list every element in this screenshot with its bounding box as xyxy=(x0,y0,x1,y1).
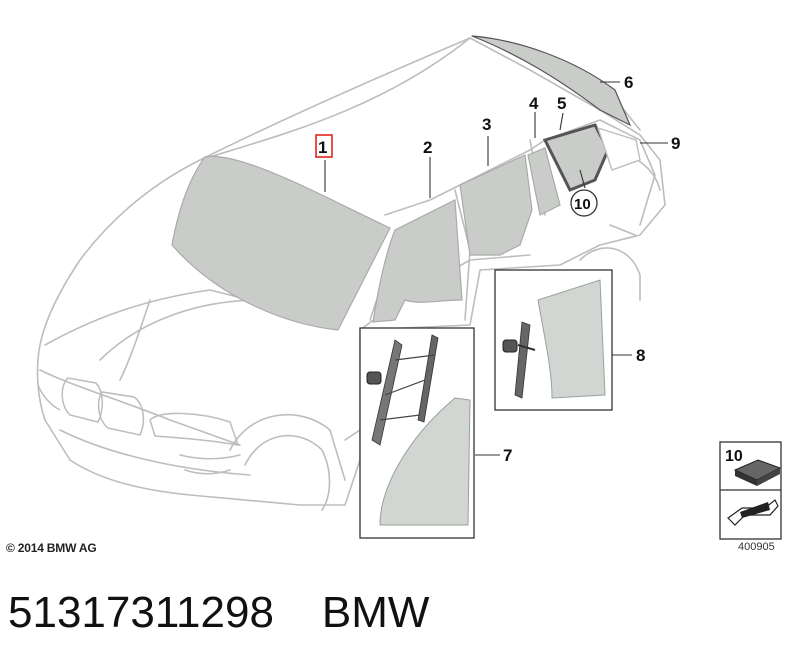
quarter-glass xyxy=(596,126,641,171)
callout-10-circle xyxy=(570,189,598,217)
part-number: 51317311298 xyxy=(8,588,274,637)
front-grille xyxy=(37,377,240,446)
callout-3: 3 xyxy=(482,115,491,134)
rear-door-glass xyxy=(459,154,533,256)
legend-box-label: 10 xyxy=(725,448,743,465)
detail-box-7 xyxy=(359,327,475,539)
callout-1: 1 xyxy=(318,138,327,157)
callout-2: 2 xyxy=(423,138,432,157)
callout-8: 8 xyxy=(636,346,645,365)
callout-6: 6 xyxy=(624,73,633,92)
rear-window xyxy=(471,35,632,127)
callout-4: 4 xyxy=(529,94,539,113)
part-brand: BMW xyxy=(321,588,430,637)
callout-5: 5 xyxy=(557,94,566,113)
callout-1-highlight xyxy=(315,134,333,158)
callout-7: 7 xyxy=(503,446,512,465)
front-door-glass xyxy=(372,199,463,323)
callout-10: 10 xyxy=(574,196,591,213)
fixed-door-glass xyxy=(527,147,561,216)
callout-9: 9 xyxy=(671,134,680,153)
copyright-notice: © 2014 BMW AG xyxy=(6,541,97,555)
detail-box-8 xyxy=(494,269,613,411)
leader-lines xyxy=(324,81,668,456)
windscreen-glass xyxy=(171,155,391,331)
part-caption: 51317311298 BMW xyxy=(8,588,429,638)
legend-box xyxy=(719,441,782,540)
diagram-reference-number: 400905 xyxy=(738,541,775,553)
side-window-rear xyxy=(542,123,610,192)
